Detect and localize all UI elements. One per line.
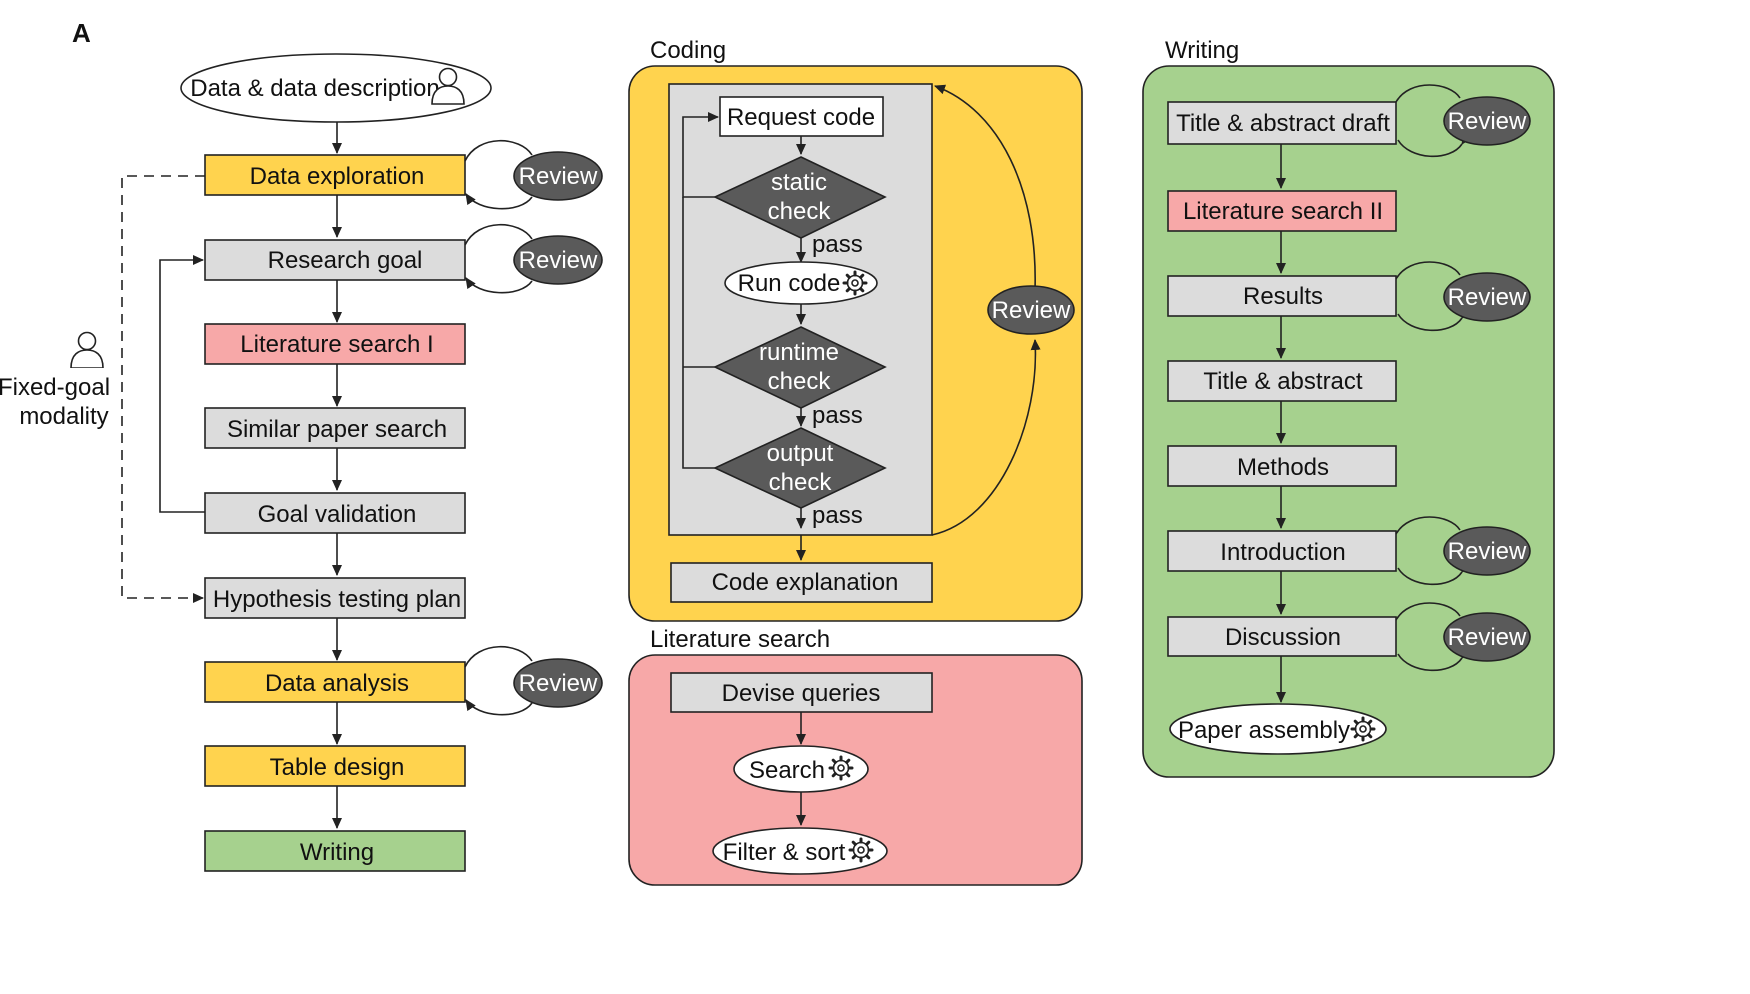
- devise-queries-box: [670, 672, 933, 713]
- static-check-label: static: [771, 169, 827, 196]
- step-label: Hypothesis testing plan: [213, 586, 461, 613]
- step-similar-paper-search: [204, 407, 466, 449]
- step-research-goal: [204, 239, 466, 281]
- runtime-check-label: check: [768, 368, 832, 395]
- step-label: Writing: [300, 839, 374, 866]
- writing-title: Writing: [1165, 37, 1239, 64]
- step-label: Data analysis: [265, 670, 409, 697]
- person-icon: [70, 331, 104, 369]
- runtime-check-label: runtime: [759, 339, 839, 366]
- fixed-goal-label-1: Fixed-goal: [0, 374, 110, 401]
- writing-step-results: [1167, 275, 1397, 317]
- step-label: Title & abstract draft: [1176, 110, 1390, 137]
- step-label: Table design: [270, 754, 405, 781]
- review-label: Review: [519, 670, 598, 697]
- step-data-exploration: [204, 154, 466, 196]
- step-label: Data exploration: [250, 163, 425, 190]
- code-explanation-box: [670, 562, 933, 603]
- step-label: Research goal: [268, 247, 423, 274]
- review-label: Review: [1448, 624, 1527, 651]
- coding-panel: Coding Request code static check pass Ru…: [628, 37, 1083, 622]
- step-label: Results: [1243, 283, 1323, 310]
- code-explanation-label: Code explanation: [712, 569, 899, 596]
- step-label: Discussion: [1225, 624, 1341, 651]
- step-table-design: [204, 745, 466, 787]
- step-hypothesis-testing-plan: [204, 577, 466, 619]
- writing-step-discussion: [1167, 616, 1397, 657]
- review-label: Review: [1448, 108, 1527, 135]
- writing-panel: Writing Title & abstract draft Literatur…: [1142, 37, 1555, 778]
- panel-letter: A: [72, 18, 91, 48]
- step-label: Methods: [1237, 454, 1329, 481]
- pass-label: pass: [812, 402, 863, 429]
- start-node-ellipse: [180, 53, 492, 123]
- step-label: Introduction: [1220, 539, 1345, 566]
- pass-label: pass: [812, 502, 863, 529]
- step-goal-validation: [204, 492, 466, 534]
- filter-sort-label: Filter & sort: [723, 839, 846, 866]
- paper-assembly-ellipse: [1169, 703, 1387, 755]
- writing-step-title-abstract-draft: [1167, 101, 1397, 145]
- devise-queries-label: Devise queries: [722, 680, 881, 707]
- review-label: Review: [519, 163, 598, 190]
- main-flow: Data & data description Fixed-goal modal…: [0, 53, 603, 872]
- request-code-label: Request code: [727, 104, 875, 131]
- paper-assembly-label: Paper assembly: [1178, 717, 1350, 744]
- coding-review: [987, 285, 1075, 335]
- review-label: Review: [1448, 538, 1527, 565]
- filter-sort-ellipse: [712, 827, 888, 875]
- review-label: Review: [519, 247, 598, 274]
- review-loop: Review: [1395, 602, 1531, 672]
- review-loop: Review: [464, 223, 603, 294]
- review-label: Review: [992, 297, 1071, 324]
- start-node-label: Data & data description: [190, 75, 439, 102]
- writing-step-introduction: [1167, 530, 1397, 572]
- search-label: Search: [749, 757, 825, 784]
- step-label: Title & abstract: [1203, 368, 1362, 395]
- literature-panel: Literature search Devise queries Search …: [628, 626, 1083, 886]
- writing-step-methods: [1167, 445, 1397, 487]
- step-literature-search-1: [204, 323, 466, 365]
- review-loop: Review: [464, 645, 603, 716]
- static-check-label: check: [768, 198, 832, 225]
- output-check-label: check: [769, 469, 833, 496]
- output-check-label: output: [767, 440, 834, 467]
- step-label: Literature search II: [1183, 198, 1383, 225]
- review-loop: Review: [1395, 516, 1531, 586]
- step-label: Goal validation: [258, 501, 417, 528]
- pass-label: pass: [812, 231, 863, 258]
- writing-step-literature-search-2: [1167, 190, 1397, 232]
- review-label: Review: [1448, 284, 1527, 311]
- run-code-label: Run code: [738, 270, 841, 297]
- writing-step-title-abstract: [1167, 360, 1397, 402]
- coding-title: Coding: [650, 37, 726, 64]
- step-label: Similar paper search: [227, 416, 447, 443]
- fixed-goal-label-2: modality: [19, 403, 108, 430]
- review-loop: Review: [1395, 261, 1531, 332]
- review-loop: Review: [464, 139, 603, 210]
- step-writing: [204, 830, 466, 872]
- step-label: Literature search I: [240, 331, 433, 358]
- step-data-analysis: [204, 661, 466, 703]
- literature-title: Literature search: [650, 626, 830, 653]
- review-loop: Review: [1395, 84, 1531, 158]
